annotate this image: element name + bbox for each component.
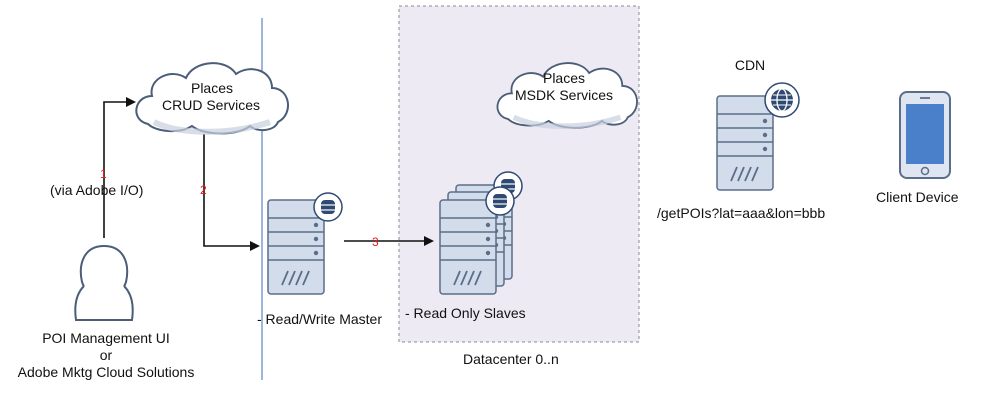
master-label: - Read/Write Master	[257, 311, 382, 327]
step-1-number: 1	[100, 167, 107, 181]
crud-cloud-line1: Places	[190, 80, 234, 96]
arrow-step-2	[203, 134, 260, 251]
step-3-number: 3	[372, 235, 379, 249]
phone-icon	[899, 91, 951, 179]
cdn-endpoint: /getPOIs?lat=aaa&lon=bbb	[657, 205, 826, 221]
database-icon	[313, 192, 343, 222]
client-device-label: Client Device	[876, 189, 959, 205]
datacenter-region	[398, 5, 640, 343]
msdk-cloud-line1: Places	[542, 70, 586, 86]
database-icon	[485, 186, 515, 216]
server-icon	[716, 95, 774, 191]
slaves-label: - Read Only Slaves	[405, 305, 526, 321]
step-1-label: (via Adobe I/O)	[50, 182, 144, 198]
msdk-cloud-line2: MSDK Services	[514, 87, 614, 103]
user-icon	[74, 244, 134, 321]
cdn-title: CDN	[734, 57, 766, 73]
user-line2: or	[99, 347, 113, 363]
step-2-number: 2	[200, 183, 207, 197]
server-icon	[439, 199, 497, 295]
user-line3: Adobe Mktg Cloud Solutions	[17, 364, 195, 380]
crud-cloud-line2: CRUD Services	[161, 97, 260, 113]
datacenter-label: Datacenter 0..n	[463, 351, 559, 367]
user-line1: POI Management UI	[42, 330, 170, 346]
globe-icon	[764, 82, 800, 118]
arrow-step-1	[103, 97, 136, 238]
